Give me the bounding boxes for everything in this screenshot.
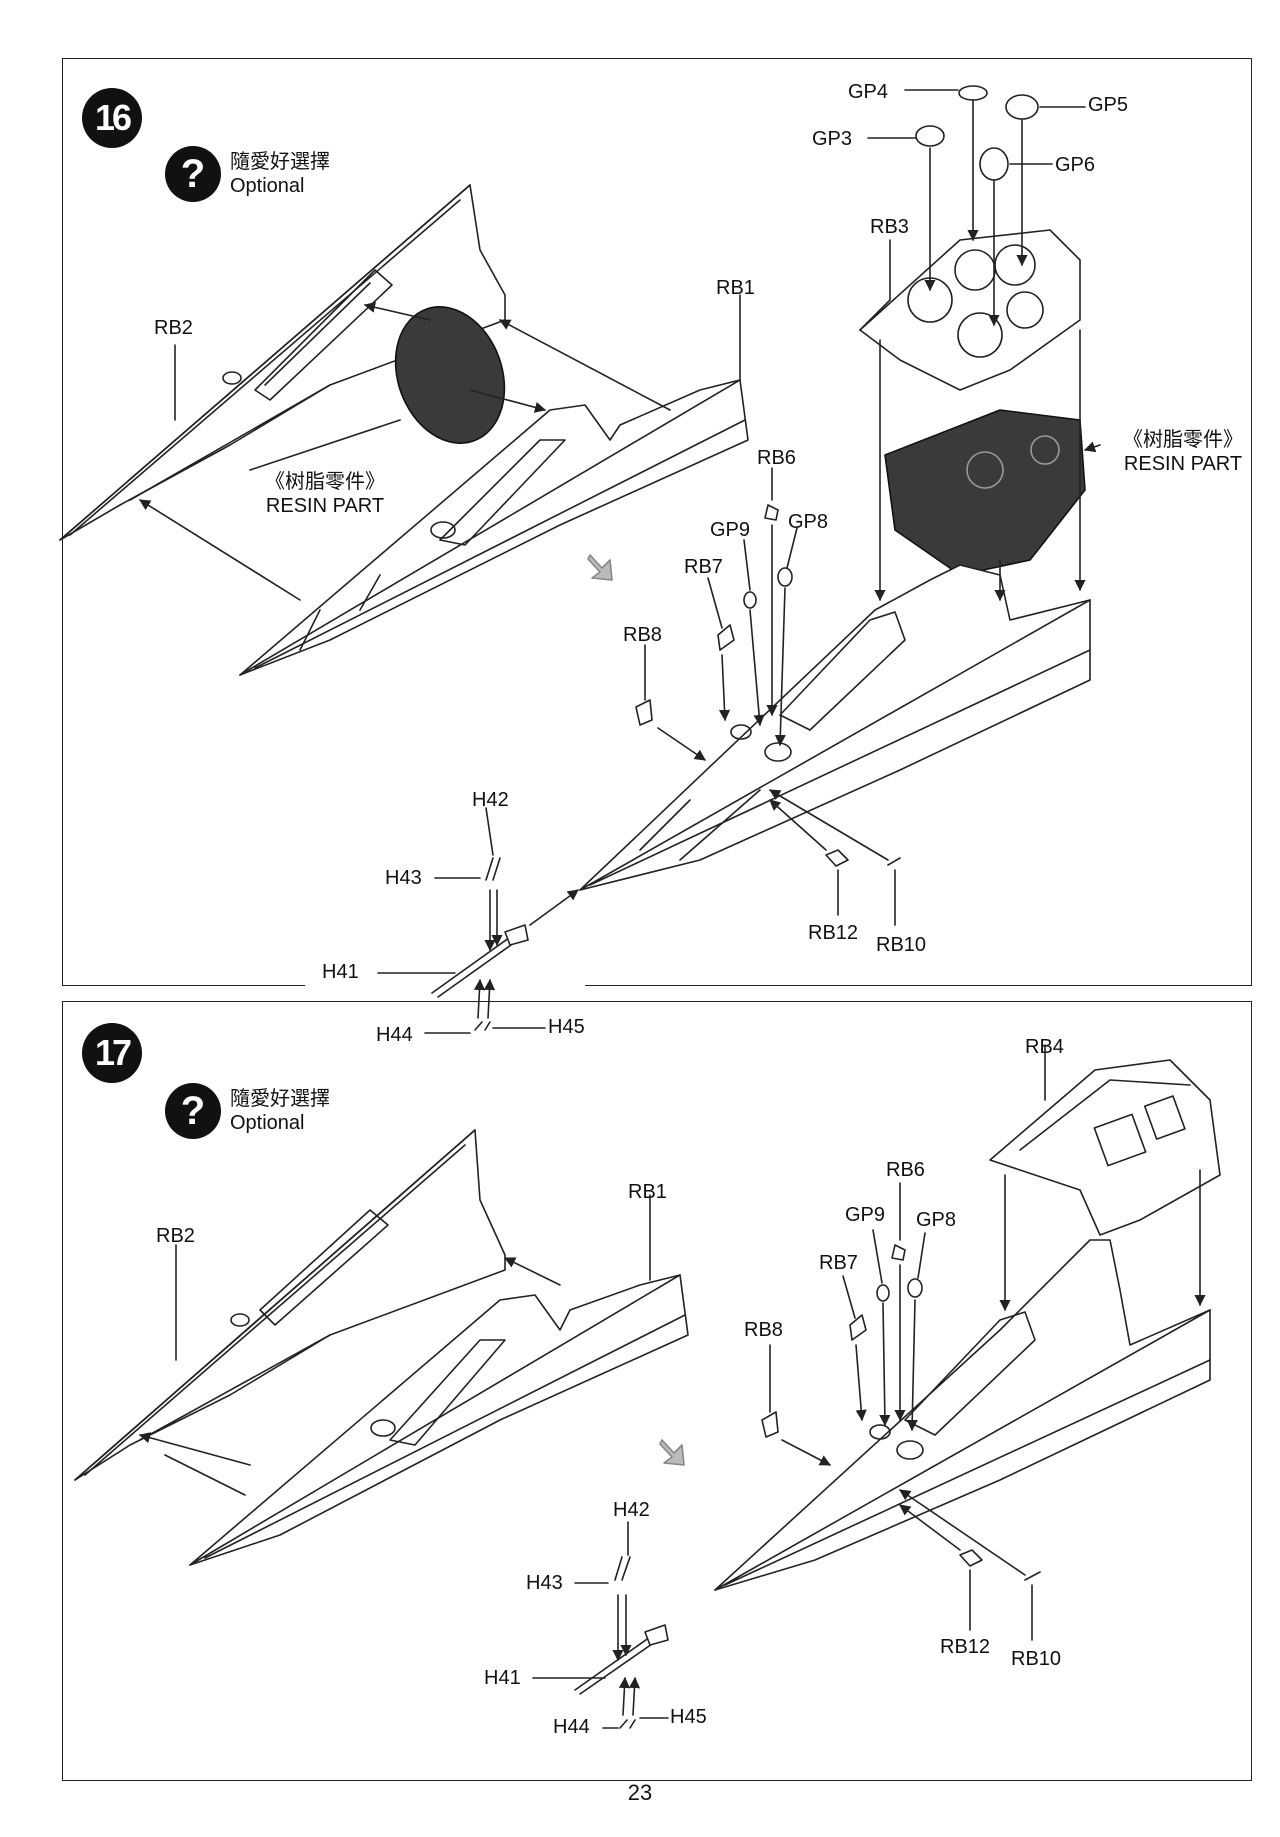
question-mark-icon: ?	[165, 146, 221, 202]
part-label-h44: H44	[376, 1024, 413, 1046]
part-h42-h43	[485, 857, 501, 881]
cover-rb4	[989, 1059, 1221, 1236]
part-rb6	[764, 504, 779, 521]
part-gp6	[979, 147, 1009, 181]
part-label-rb3: RB3	[870, 216, 909, 238]
optional-en: Optional	[230, 1112, 305, 1134]
part-label-gp4: GP4	[848, 81, 889, 103]
part-rb7	[849, 1314, 867, 1341]
part-label-h44: H44	[553, 1716, 590, 1738]
arrow-icon	[587, 554, 613, 581]
resin-en: RESIN PART	[1123, 453, 1243, 475]
part-rb10	[1024, 1571, 1041, 1581]
optional-cn: 隨愛好選擇	[230, 151, 330, 173]
part-label-gp3: GP3	[812, 128, 853, 150]
fuselage-assembled-17	[714, 1239, 1211, 1591]
optional-label-16: 隨愛好選擇 Optional	[230, 150, 330, 198]
resin-part-label-left: 《树脂零件》 RESIN PART	[250, 470, 400, 518]
part-rb8	[635, 699, 653, 726]
step-16-panel	[62, 58, 1252, 986]
part-label-rb12: RB12	[808, 922, 859, 944]
part-rb7	[717, 624, 735, 651]
optional-label-17: 隨愛好選擇 Optional	[230, 1087, 330, 1135]
page-number: 23	[627, 1780, 653, 1805]
part-rb6	[891, 1244, 906, 1261]
part-gp8	[777, 567, 793, 587]
part-label-gp9: GP9	[845, 1204, 886, 1226]
part-gp5	[1005, 94, 1039, 120]
panel-gap	[305, 984, 585, 1004]
part-label-h45: H45	[548, 1016, 585, 1038]
optional-cn: 隨愛好選擇	[230, 1088, 330, 1110]
fuselage-half-rb2	[74, 1129, 506, 1481]
fuselage-half-rb1	[189, 1274, 689, 1566]
part-rb12	[825, 849, 849, 867]
part-label-rb6: RB6	[886, 1159, 925, 1181]
resin-part-label-right: 《树脂零件》 RESIN PART	[1108, 428, 1258, 476]
arrow-icon	[659, 1439, 685, 1466]
part-h42-h43	[614, 1556, 631, 1581]
fuselage-half-rb1	[239, 379, 749, 676]
part-label-rb2: RB2	[156, 1225, 195, 1247]
part-label-rb6: RB6	[757, 447, 796, 469]
part-h44-h45	[474, 1021, 491, 1031]
part-label-h41: H41	[484, 1667, 521, 1689]
part-label-h43: H43	[385, 867, 422, 889]
part-label-rb12: RB12	[940, 1636, 991, 1658]
part-label-gp5: GP5	[1088, 94, 1129, 116]
question-mark-icon: ?	[165, 1083, 221, 1139]
part-label-gp9: GP9	[710, 519, 751, 541]
resin-bulkhead	[394, 306, 506, 444]
fuselage-half-rb2	[59, 184, 506, 541]
part-gp9	[876, 1284, 890, 1302]
part-label-rb7: RB7	[684, 556, 723, 578]
part-rb12	[959, 1549, 983, 1567]
part-rb8	[761, 1411, 779, 1438]
step-number-badge-16: 16	[82, 88, 142, 148]
part-label-gp8: GP8	[916, 1209, 957, 1231]
part-label-rb1: RB1	[716, 277, 755, 299]
resin-engine-block	[884, 409, 1086, 576]
part-label-h41: H41	[322, 961, 359, 983]
part-label-rb1: RB1	[628, 1181, 667, 1203]
part-label-rb7: RB7	[819, 1252, 858, 1274]
part-gp3	[915, 125, 945, 147]
part-label-h45: H45	[670, 1706, 707, 1728]
part-label-h42: H42	[613, 1499, 650, 1521]
part-gp4	[958, 85, 988, 101]
pitot-probe-h41	[431, 924, 529, 998]
resin-cn: 《树脂零件》	[265, 471, 385, 493]
resin-en: RESIN PART	[265, 495, 385, 517]
cover-rb3	[859, 229, 1081, 391]
step-number-badge-17: 17	[82, 1023, 142, 1083]
part-label-gp8: GP8	[788, 511, 829, 533]
optional-en: Optional	[230, 175, 305, 197]
pitot-probe-h41	[574, 1624, 669, 1695]
part-label-rb8: RB8	[744, 1319, 783, 1341]
part-gp8	[907, 1278, 923, 1298]
part-rb10	[887, 857, 901, 866]
fuselage-assembled-16	[579, 564, 1091, 891]
part-label-rb8: RB8	[623, 624, 662, 646]
part-label-h43: H43	[526, 1572, 563, 1594]
resin-cn: 《树脂零件》	[1123, 429, 1243, 451]
part-label-gp6: GP6	[1055, 154, 1096, 176]
part-label-h42: H42	[472, 789, 509, 811]
part-label-rb2: RB2	[154, 317, 193, 339]
part-label-rb10: RB10	[1011, 1648, 1062, 1670]
part-gp9	[743, 591, 757, 609]
part-h44-h45	[619, 1719, 636, 1729]
part-label-rb10: RB10	[876, 934, 927, 956]
step-17-panel	[62, 1001, 1252, 1781]
